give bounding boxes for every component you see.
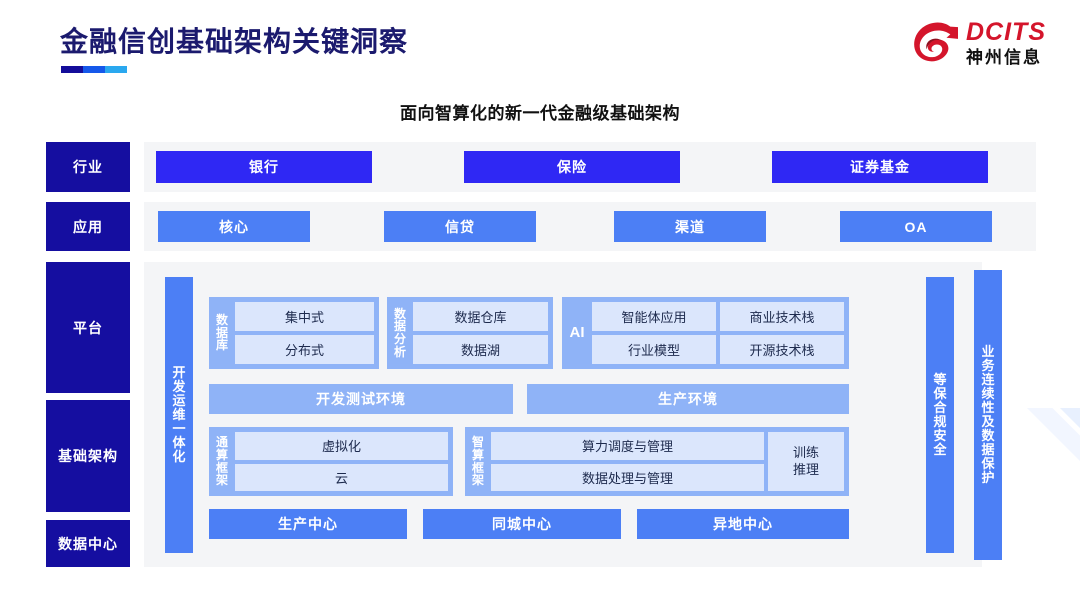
- group-general-compute-label: 通算框架: [215, 435, 228, 488]
- datacenter-item-same-city[interactable]: 同城中心: [423, 509, 621, 539]
- application-item-credit[interactable]: 信贷: [384, 211, 536, 242]
- group-intelligent-compute: 智算框架 算力调度与管理 数据处理与管理 训练 推理: [465, 427, 849, 496]
- logo-cn-text: 神州信息: [966, 48, 1042, 67]
- swirl-logo-icon: [914, 22, 958, 62]
- ai-item-opensource-stack[interactable]: 开源技术栈: [720, 335, 844, 364]
- devops-pillar-label: 开发运维一体化: [172, 364, 186, 465]
- intelligent-compute-column: 算力调度与管理 数据处理与管理: [491, 432, 764, 491]
- environment-dev-test[interactable]: 开发测试环境: [209, 384, 513, 414]
- group-database-label: 数据库: [215, 313, 228, 353]
- group-ai-body: 智能体应用 商业技术栈 行业模型 开源技术栈: [592, 297, 849, 369]
- train-label: 训练: [792, 444, 819, 460]
- application-item-core[interactable]: 核心: [158, 211, 310, 242]
- stage-label-industry: 行业: [46, 142, 130, 192]
- general-compute-item-virtualization[interactable]: 虚拟化: [235, 432, 448, 460]
- general-compute-item-cloud[interactable]: 云: [235, 463, 448, 491]
- intelligent-compute-item-compute-scheduling[interactable]: 算力调度与管理: [491, 432, 764, 460]
- logo-en-text: DCITS: [966, 18, 1046, 46]
- stage-label-application: 应用: [46, 202, 130, 251]
- page-title: 金融信创基础架构关键洞察: [60, 26, 409, 57]
- datacenter-item-remote[interactable]: 异地中心: [637, 509, 849, 539]
- rule-segment: [83, 66, 105, 73]
- deco-stripe: [1056, 408, 1080, 601]
- group-ai-label: AI: [569, 324, 585, 342]
- group-ai: AI 智能体应用 商业技术栈 行业模型 开源技术栈: [562, 297, 849, 369]
- brand-logo: DCITS 神州信息: [910, 18, 1046, 68]
- group-database-body: 集中式 分布式: [235, 297, 379, 369]
- stage-column: 行业 应用 平台 基础架构 数据中心: [46, 142, 130, 567]
- pillar-compliance-label: 等保合规安全: [933, 371, 947, 458]
- analytics-item-data-lake[interactable]: 数据湖: [413, 335, 548, 364]
- analytics-item-data-warehouse[interactable]: 数据仓库: [413, 302, 548, 331]
- intelligent-compute-item-train-infer[interactable]: 训练 推理: [768, 432, 844, 491]
- architecture-diagram: 行业 应用 平台 基础架构 数据中心 银行 保险 证券基金 核心 信贷 渠道 O…: [46, 142, 1036, 567]
- infer-label: 推理: [792, 461, 819, 477]
- environment-production[interactable]: 生产环境: [527, 384, 849, 414]
- stage-label-datacenter: 数据中心: [46, 520, 130, 567]
- stage-label-infrastructure: 基础架构: [46, 400, 130, 512]
- title-underline-rule: [61, 66, 127, 73]
- intelligent-compute-item-data-processing[interactable]: 数据处理与管理: [491, 463, 764, 491]
- industry-item-securities-fund[interactable]: 证券基金: [772, 151, 988, 183]
- rule-segment: [105, 66, 127, 73]
- group-general-compute-body: 虚拟化 云: [235, 427, 453, 496]
- group-data-analytics-body: 数据仓库 数据湖: [413, 297, 553, 369]
- pillar-continuity-label: 业务连续性及数据保护: [981, 343, 995, 486]
- industry-item-bank[interactable]: 银行: [156, 151, 372, 183]
- database-item-distributed[interactable]: 分布式: [235, 335, 374, 364]
- devops-pillar[interactable]: 开发运维一体化: [165, 277, 193, 553]
- ai-item-commercial-stack[interactable]: 商业技术栈: [720, 302, 844, 331]
- group-general-compute: 通算框架 虚拟化 云: [209, 427, 453, 496]
- pillar-business-continuity[interactable]: 业务连续性及数据保护: [974, 270, 1002, 560]
- ai-item-agent-application[interactable]: 智能体应用: [592, 302, 716, 331]
- application-item-channel[interactable]: 渠道: [614, 211, 766, 242]
- group-data-analytics: 数据分析 数据仓库 数据湖: [387, 297, 553, 369]
- logo-text: DCITS 神州信息: [966, 18, 1046, 67]
- group-database: 数据库 集中式 分布式: [209, 297, 379, 369]
- datacenter-item-production[interactable]: 生产中心: [209, 509, 407, 539]
- diagram-subtitle: 面向智算化的新一代金融级基础架构: [400, 104, 680, 123]
- application-item-oa[interactable]: OA: [840, 211, 992, 242]
- group-intelligent-compute-label: 智算框架: [471, 435, 484, 488]
- industry-item-insurance[interactable]: 保险: [464, 151, 680, 183]
- stage-label-platform: 平台: [46, 262, 130, 393]
- pillar-compliance-security[interactable]: 等保合规安全: [926, 277, 954, 553]
- group-data-analytics-label: 数据分析: [393, 306, 406, 359]
- slide-header: 金融信创基础架构关键洞察 DCITS 神州信息: [0, 0, 1080, 92]
- ai-item-industry-model[interactable]: 行业模型: [592, 335, 716, 364]
- group-intelligent-compute-body: 算力调度与管理 数据处理与管理 训练 推理: [491, 427, 849, 496]
- database-item-centralized[interactable]: 集中式: [235, 302, 374, 331]
- rule-segment: [61, 66, 83, 73]
